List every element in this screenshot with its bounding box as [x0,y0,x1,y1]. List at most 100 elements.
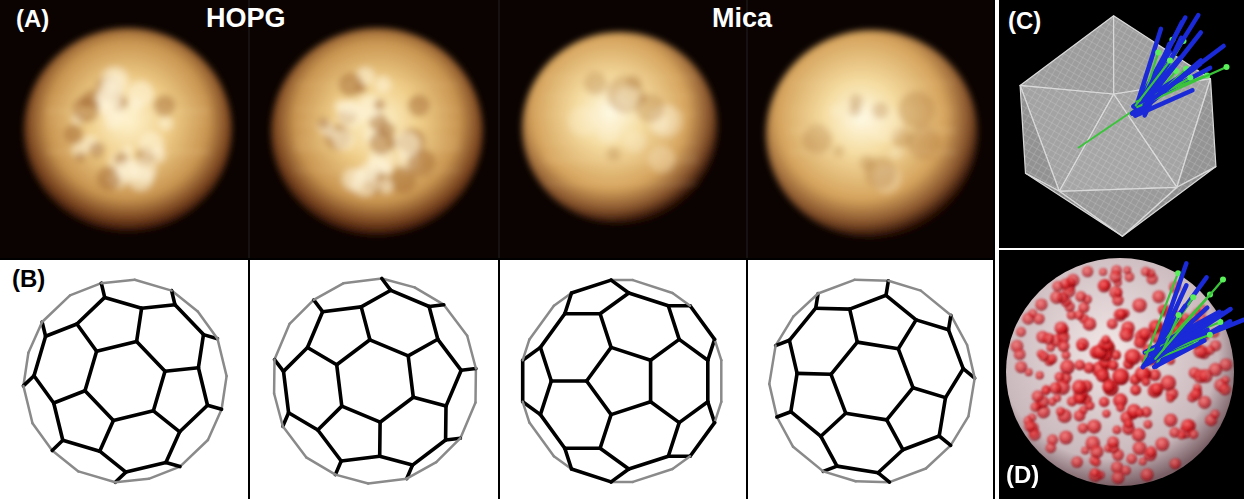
bond-line [715,339,722,360]
bond-line [142,305,175,309]
bond-line [283,426,306,457]
surface-protein [1030,402,1040,412]
bond-line [887,420,903,450]
bond-line [42,295,70,322]
bond-line [198,312,218,339]
bond-line [793,294,818,317]
surface-protein [1219,384,1231,396]
surface-protein [1102,380,1115,393]
bond-line [342,406,380,422]
capsid-face [1059,187,1177,236]
surface-protein [1075,360,1086,371]
bond-line [54,403,63,440]
bond-line [337,365,342,406]
bond-line [52,451,78,472]
bond-line [789,340,797,373]
vector-tip [1220,277,1226,283]
surface-protein [1113,426,1122,435]
bond-line [921,291,951,316]
bond-line [198,368,207,405]
bond-line [837,466,878,473]
bond-line [289,413,318,430]
bond-line [916,320,948,330]
bond-line [777,412,791,417]
bond-line [951,315,967,345]
surface-protein [1108,360,1118,370]
surface-protein [1042,333,1054,345]
bond-line [857,342,898,349]
bond-line [821,413,846,436]
surface-protein [1082,266,1093,277]
surface-protein [1090,445,1104,459]
bond-line [413,397,446,406]
surface-protein [1075,291,1086,302]
bond-line [611,280,629,293]
surface-protein [1032,390,1044,402]
bond-line [113,411,153,421]
bond-line [166,462,180,466]
bond-line [166,432,180,463]
bond-line [275,324,290,360]
panel-label: (A) [16,6,49,32]
bond-line [407,462,437,479]
bond-line [23,386,32,423]
surface-protein [1099,397,1109,407]
bond-line [856,480,890,483]
bond-line [115,479,148,483]
bond-line [413,440,446,465]
bond-line [668,423,679,457]
bond-line [708,339,715,360]
surface-protein [1135,408,1144,417]
bond-line [368,479,407,484]
surface-protein [1045,442,1056,453]
bond-line [600,448,629,469]
panel-label: (B) [12,266,45,292]
bond-line [651,339,680,360]
surface-protein [1199,369,1213,383]
bond-line [429,307,438,340]
bond-line [85,351,97,391]
surface-protein [1083,317,1097,331]
bond-line [343,279,382,284]
bond-line [690,306,715,340]
bond-line [878,473,889,482]
surface-protein [1015,361,1027,373]
bond-line [949,315,951,330]
substrate-label: Mica [712,4,772,34]
bond-line [821,436,837,466]
bond-line [70,283,101,295]
surface-protein [1022,313,1034,325]
bond-line [308,312,323,348]
bond-line [370,340,408,356]
surface-protein [1107,436,1119,448]
bond-line [180,440,208,467]
bond-line [153,411,179,432]
bond-line [823,471,855,481]
orientation-vector [1145,46,1224,105]
bond-line [855,279,889,282]
surface-protein [1126,453,1137,464]
surface-protein [1074,393,1085,404]
bond-line [165,368,198,372]
bond-line [137,308,142,341]
surface-protein [1142,377,1151,386]
bond-line [540,314,564,348]
surface-protein [1116,309,1126,319]
surface-protein [1033,313,1044,324]
bond-line [135,280,172,291]
bond-line [335,475,368,484]
bond-line [77,324,97,351]
surface-protein [1119,327,1133,341]
bond-line [888,281,920,291]
surface-protein [1077,342,1086,351]
surface-protein [1035,299,1047,311]
vector-tip [1190,294,1196,300]
bond-line [850,295,886,309]
surface-protein [1016,327,1026,337]
surface-protein [1036,371,1044,379]
surface-protein [1054,321,1067,334]
bond-line [668,306,679,340]
bond-line [337,340,370,365]
orientation-vector [1155,280,1223,359]
bond-line [846,413,887,420]
